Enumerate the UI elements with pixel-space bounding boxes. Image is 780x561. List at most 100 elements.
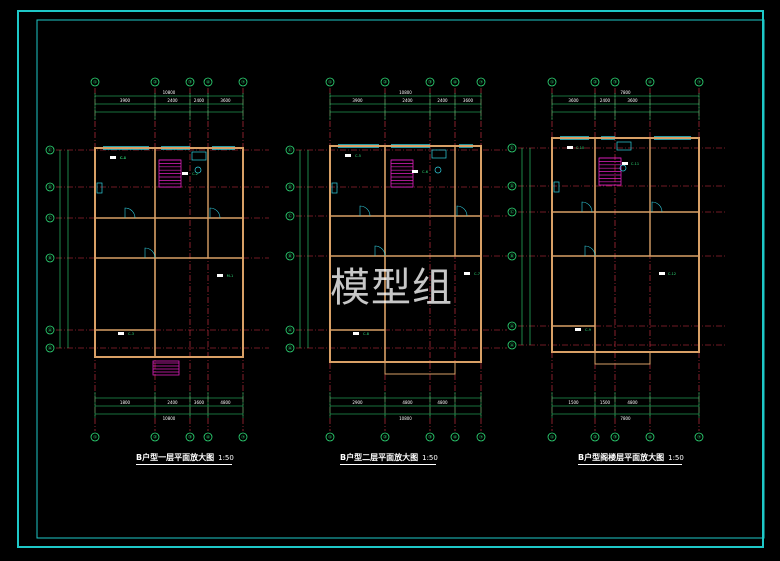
axis-bubble-top-4-label: ④: [206, 80, 210, 86]
axis-bubble-left-4: [45, 253, 55, 263]
toilet-fixture: [434, 166, 442, 174]
axis-bubble-left-4-label: Ⓑ: [48, 255, 53, 262]
room-placard-1: [567, 146, 573, 149]
room-placard-5: [110, 156, 116, 159]
axis-bubble-top-1-label: ①: [328, 80, 332, 86]
dim-bottom-4: 4800: [220, 400, 231, 405]
dim-bottom-1: 1800: [120, 400, 131, 405]
axis-bubble-left-1-label: Ⓔ: [48, 147, 53, 154]
axis-bubble-left-5: [45, 325, 55, 335]
sink-fixture: [331, 182, 338, 194]
axis-bubble-top-3: [425, 77, 435, 87]
plan-title-1-text: B户型一层平面放大图: [136, 453, 215, 462]
stair-outline: [158, 159, 182, 188]
axis-bubble-bottom-4: [450, 432, 460, 442]
axis-bubble-bottom-1-label: ①: [328, 435, 332, 441]
room-placard-2: [622, 162, 628, 165]
room-tag-1: C-1: [120, 156, 126, 160]
axis-bubble-bottom-2-label: ②: [383, 435, 387, 441]
plan-title-1-scale: 1:50: [218, 454, 234, 462]
room-tag-4: C-9: [585, 328, 591, 332]
dim-total-bottom: 10800: [163, 416, 176, 421]
room-placard-4: [118, 332, 124, 335]
axis-bubble-top-2: [150, 77, 160, 87]
axis-bubble-top-1-label: ①: [550, 80, 554, 86]
axis-bubble-bottom-3: [185, 432, 195, 442]
axis-bubble-left-2: [507, 181, 517, 191]
axis-bubble-left-4: [507, 251, 517, 261]
axis-bubble-bottom-1-label: ①: [93, 435, 97, 441]
axis-bubble-left-2-label: Ⓓ: [288, 184, 293, 191]
axis-bubble-bottom-3: [425, 432, 435, 442]
plan-title-2-text: B户型二层平面放大图: [340, 453, 419, 462]
axis-bubble-top-3-label: ③: [613, 80, 617, 86]
room-tag-2: C-2: [192, 172, 198, 176]
axis-bubble-bottom-5: [694, 432, 704, 442]
door-swing-1: [374, 245, 386, 257]
axis-bubble-top-5-label: ⑦: [241, 80, 245, 86]
axis-bubble-top-4-label: ④: [453, 80, 457, 86]
dim-top-2: 2400: [402, 98, 413, 103]
axis-bubble-bottom-5-label: ⑦: [479, 435, 483, 441]
axis-bubble-left-5-label: Ⓐ: [48, 327, 53, 334]
axis-bubble-top-2: [590, 77, 600, 87]
axis-bubble-left-6: [45, 343, 55, 353]
axis-bubble-bottom-3-label: ③: [188, 435, 192, 441]
axis-bubble-bottom-4-label: ④: [206, 435, 210, 441]
room-tag-1: C-5: [355, 154, 361, 158]
axis-bubble-left-6: [507, 340, 517, 350]
axis-bubble-left-3-label: Ⓒ: [510, 209, 515, 216]
dim-top-4: 3600: [463, 98, 474, 103]
axis-bubble-left-2-label: Ⓓ: [510, 183, 515, 190]
axis-bubble-left-6-label: Ⓐ: [510, 342, 515, 349]
room-placard-3: [217, 274, 223, 277]
axis-bubble-bottom-5: [238, 432, 248, 442]
plan-title-3-text: B户型阁楼层平面放大图: [578, 453, 665, 462]
dim-bottom-3: 3600: [194, 400, 205, 405]
door-swing-2: [209, 207, 221, 219]
room-placard-4: [575, 328, 581, 331]
axis-bubble-left-1: [285, 145, 295, 155]
door-swing-2: [651, 201, 663, 213]
axis-bubble-left-1: [45, 145, 55, 155]
axis-bubble-bottom-1: [325, 432, 335, 442]
axis-bubble-top-2: [380, 77, 390, 87]
inner-frame: [36, 19, 765, 539]
plan-title-2-scale: 1:50: [422, 454, 438, 462]
room-tag-4: C-8: [363, 332, 369, 336]
dim-bottom-1: 1500: [568, 400, 579, 405]
door-swing-3: [359, 205, 371, 217]
door-swing-3: [124, 207, 136, 219]
balcony-outline: [594, 351, 651, 365]
axis-bubble-bottom-1: [90, 432, 100, 442]
axis-bubble-left-5: [507, 321, 517, 331]
room-placard-3: [659, 272, 665, 275]
axis-bubble-top-2-label: ②: [593, 80, 597, 86]
plan-title-3-scale: 1:50: [668, 454, 684, 462]
axis-bubble-left-2-label: Ⓓ: [48, 184, 53, 191]
door-swing-3: [581, 201, 593, 213]
axis-bubble-left-6-label: Ⓐ: [48, 345, 53, 352]
axis-bubble-bottom-4: [203, 432, 213, 442]
room-placard-1: [345, 154, 351, 157]
dim-top-1: 3600: [568, 98, 579, 103]
toilet-fixture: [194, 166, 202, 174]
dim-top-3: 2400: [194, 98, 205, 103]
axis-bubble-bottom-2-label: ②: [153, 435, 157, 441]
axis-bubble-left-3: [285, 211, 295, 221]
dim-bottom-1: 2900: [352, 400, 363, 405]
axis-bubble-bottom-3-label: ③: [428, 435, 432, 441]
axis-bubble-left-4-label: Ⓑ: [510, 253, 515, 260]
axis-bubble-left-5: [285, 325, 295, 335]
sink-fixture: [553, 181, 560, 193]
axis-bubble-left-3: [507, 207, 517, 217]
dim-top-1: 3900: [120, 98, 131, 103]
dim-top-3: 2400: [437, 98, 448, 103]
room-tag-3: M-1: [227, 274, 234, 278]
dim-bottom-2: 1500: [600, 400, 611, 405]
axis-bubble-top-2-label: ②: [153, 80, 157, 86]
axis-bubble-bottom-1-label: ①: [550, 435, 554, 441]
